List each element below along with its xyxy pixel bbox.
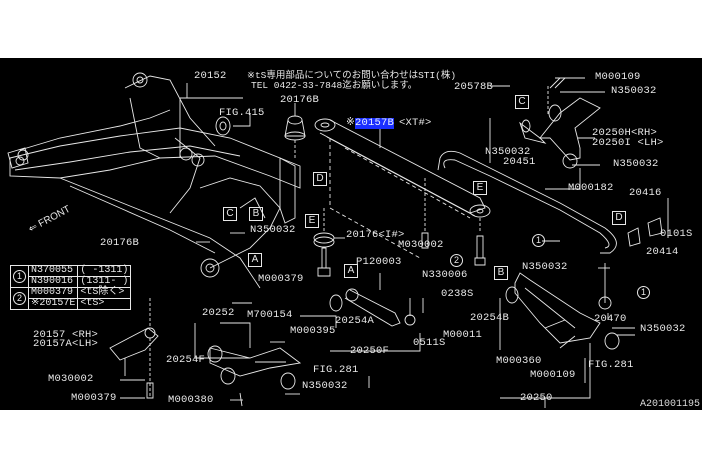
callout-20176b-left[interactable]: 20176B	[100, 237, 140, 249]
callout-20157b-prefix: ※	[346, 117, 355, 129]
link-20252	[207, 345, 302, 407]
bushing-fig415	[215, 113, 251, 136]
legend-row: N390016 (1311- )	[11, 276, 132, 288]
link-20157	[109, 298, 159, 399]
legend-note: (1311- )	[77, 276, 132, 288]
sti-notice-line1: ※tS専用部品についてのお問い合わせはSTI(株)	[247, 70, 457, 81]
mount-20176b	[284, 103, 306, 158]
legend-note: ( -1311)	[77, 265, 132, 277]
callout-20176-i[interactable]: 20176<I#>	[346, 229, 405, 241]
callout-n350032-c[interactable]: N350032	[613, 158, 659, 170]
ref-box-a-mid: A	[344, 264, 358, 278]
callout-20254f[interactable]: 20254F	[166, 354, 206, 366]
callout-m000379-left[interactable]: M000379	[71, 392, 117, 404]
callout-m700154[interactable]: M700154	[247, 309, 293, 321]
callout-m000109-top[interactable]: M000109	[595, 71, 641, 83]
callout-20254a[interactable]: 20254A	[335, 315, 375, 327]
bolt-under-link	[474, 218, 486, 266]
stabilizer-bar-20451	[437, 118, 617, 254]
ref-box-b-left: B	[249, 207, 263, 221]
callout-n350032-b[interactable]: N350032	[485, 146, 531, 158]
ref-box-e-right: E	[473, 181, 487, 195]
ref-circle-1-right: 1	[637, 286, 650, 299]
callout-n350032-g[interactable]: N350032	[302, 380, 348, 392]
legend-part[interactable]: N390016	[27, 276, 79, 288]
callout-fig415[interactable]: FIG.415	[219, 107, 265, 119]
callout-m000360[interactable]: M000360	[496, 355, 542, 367]
callout-n350032-e[interactable]: N350032	[250, 224, 296, 236]
callout-n350032-a[interactable]: N350032	[611, 85, 657, 97]
callout-m000182[interactable]: M000182	[568, 182, 614, 194]
lower-arm-20250	[505, 272, 620, 350]
ref-box-a-left: A	[248, 253, 262, 267]
legend-part[interactable]: N370055	[27, 265, 79, 277]
ref-box-c-upper: C	[515, 95, 529, 109]
callout-20157a[interactable]: 20157A<LH>	[33, 338, 99, 350]
legend-row: 2 M000379 <tS除く>	[10, 287, 132, 310]
ref-box-d-mid: D	[313, 172, 327, 186]
ref-box-d-right: D	[612, 211, 626, 225]
ref-box-e-mid: E	[305, 214, 319, 228]
callout-m000109-bottom[interactable]: M000109	[530, 369, 576, 381]
callout-20157[interactable]: 20157 <RH>	[33, 329, 99, 341]
callout-m00011[interactable]: M00011	[443, 329, 483, 341]
callout-m000379-mid[interactable]: M000379	[258, 273, 304, 285]
callout-20470[interactable]: 20470	[594, 313, 627, 325]
callout-20250h[interactable]: 20250H<RH>	[592, 127, 658, 139]
legend-row: 1 N370055 ( -1311)	[10, 265, 132, 288]
callout-m000380[interactable]: M000380	[168, 394, 214, 406]
sti-notice-line2: TEL 0422-33-7848迄お願いします。	[251, 80, 418, 91]
callout-fig281-right[interactable]: FIG.281	[588, 359, 634, 371]
ref-circle-2: 2	[450, 254, 463, 267]
ref-box-c-left: C	[223, 207, 237, 221]
upper-arm-20250h	[519, 77, 601, 169]
callout-20414[interactable]: 20414	[646, 246, 679, 258]
legend-note: <tS>	[77, 298, 132, 310]
legend-part[interactable]: M000379	[27, 287, 79, 299]
callout-0101s[interactable]: 0101S	[660, 228, 693, 240]
callout-m030002-left[interactable]: M030002	[48, 373, 94, 385]
callout-20250f[interactable]: 20250F	[350, 345, 390, 357]
callout-n350032-f[interactable]: N350032	[640, 323, 686, 335]
legend-part[interactable]: ※20157E	[27, 298, 79, 310]
diagram-id: A201001195	[639, 399, 700, 410]
callout-20416[interactable]: 20416	[629, 187, 662, 199]
link-20470	[598, 263, 612, 310]
legend-row: ※20157E <tS>	[11, 298, 132, 310]
diagram-linework	[7, 72, 669, 408]
legend-table: 1 N370055 ( -1311) N390016 (1311- ) 2 M0…	[10, 265, 132, 310]
callout-20176b-top[interactable]: 20176B	[280, 94, 320, 106]
mount-20176-i	[313, 208, 345, 277]
callout-p120003[interactable]: P120003	[356, 256, 402, 268]
callout-fig281-mid[interactable]: FIG.281	[313, 364, 359, 376]
callout-m000395[interactable]: M000395	[290, 325, 336, 337]
callout-20252[interactable]: 20252	[202, 307, 235, 319]
leader-lines	[120, 77, 635, 408]
callout-n350032-d[interactable]: N350032	[522, 261, 568, 273]
subframe-drawing	[7, 72, 301, 289]
callout-0511s[interactable]: 0511S	[413, 337, 446, 349]
callout-20451[interactable]: 20451	[503, 156, 536, 168]
callout-20254b[interactable]: 20254B	[470, 312, 510, 324]
callout-20250i[interactable]: 20250I <LH>	[592, 137, 664, 149]
lateral-link-20157b	[314, 118, 491, 259]
link-20250f	[329, 288, 416, 327]
ref-circle-1-mid: 1	[532, 234, 545, 247]
legend-note: <tS除く>	[77, 287, 132, 299]
bracket-20416	[627, 198, 669, 247]
callout-0238s[interactable]: 0238S	[441, 288, 474, 300]
legend-circle-1: 1	[13, 270, 26, 283]
parts-diagram: ※tS専用部品についてのお問い合わせはSTI(株) TEL 0422-33-78…	[0, 58, 702, 410]
callout-m030002-mid[interactable]: M030002	[398, 239, 444, 251]
ref-box-b-right: B	[494, 266, 508, 280]
callout-20157b-highlighted[interactable]: 20157B	[355, 117, 395, 129]
legend-circle-2: 2	[13, 292, 26, 305]
callout-20250[interactable]: 20250	[520, 392, 553, 404]
callout-n330006[interactable]: N330006	[422, 269, 468, 281]
callout-20157b-suffix: <XT#>	[399, 117, 432, 129]
callout-20152[interactable]: 20152	[194, 70, 227, 82]
callout-20578b[interactable]: 20578B	[454, 81, 494, 93]
